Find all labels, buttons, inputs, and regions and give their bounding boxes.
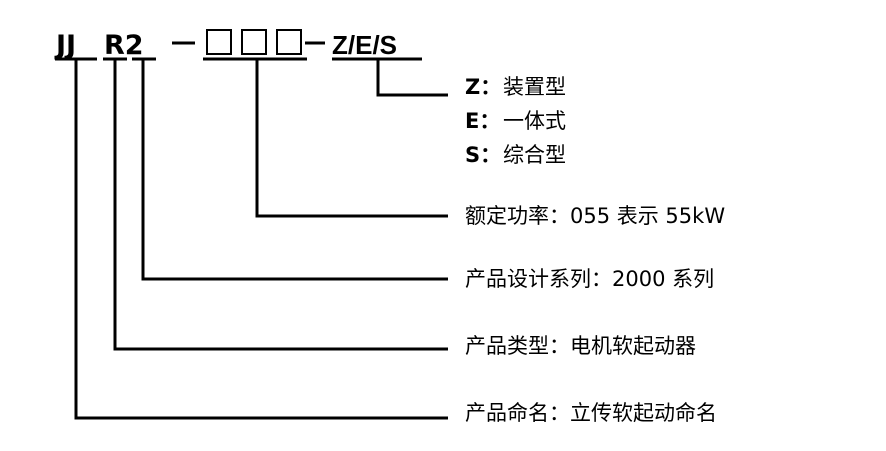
svg-text:S：: S：	[465, 143, 501, 167]
connector-series	[141, 59, 448, 281]
desc-series: 产品设计系列：2000 系列	[465, 267, 714, 291]
svg-text:一体式: 一体式	[503, 109, 566, 133]
type-option-s: S： 综合型	[465, 143, 566, 167]
svg-text:Z：: Z：	[465, 75, 501, 99]
svg-text:装置型: 装置型	[503, 75, 566, 99]
connector-product-type	[113, 59, 448, 351]
svg-text:E：: E：	[465, 109, 500, 133]
connector-type	[376, 59, 448, 97]
svg-text:综合型: 综合型	[503, 143, 566, 167]
type-option-z: Z： 装置型	[465, 75, 566, 99]
desc-product-type: 产品类型：电机软起动器	[465, 334, 696, 358]
type-option-e: E： 一体式	[465, 109, 566, 133]
desc-product-name: 产品命名：立传软起动命名	[465, 401, 717, 425]
code-prefix: JJ	[54, 30, 76, 61]
connector-product-name	[74, 59, 448, 420]
power-placeholder-boxes	[206, 29, 302, 55]
desc-power: 额定功率：055 表示 55kW	[465, 204, 725, 228]
code-series: R2	[104, 30, 144, 61]
connector-power	[255, 59, 448, 218]
code-type-suffix: Z/E/S	[332, 30, 397, 60]
